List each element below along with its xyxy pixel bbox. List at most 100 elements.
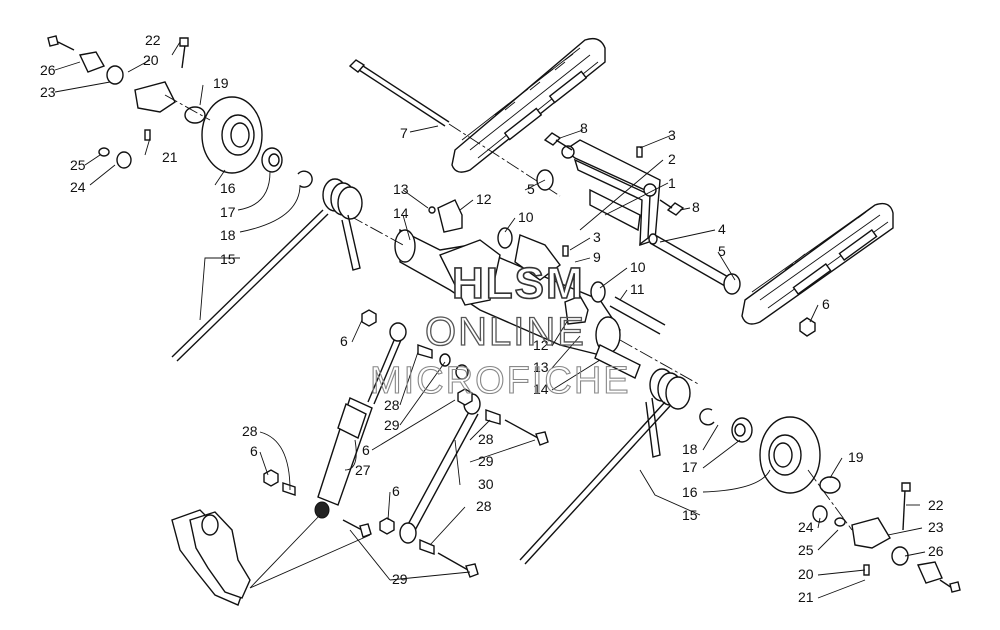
callout-23b: 23 (928, 519, 944, 535)
upper-spacer-19 (184, 106, 206, 124)
callout-17: 17 (220, 204, 236, 220)
callout-25: 25 (70, 157, 86, 173)
callout-18b: 18 (682, 441, 698, 457)
callout-10b: 10 (630, 259, 646, 275)
callout-9: 9 (593, 249, 601, 265)
cross-shaft-4 (648, 233, 731, 287)
watermark-line1: HLSM (452, 259, 585, 308)
callout-28d: 28 (476, 498, 492, 514)
callout-28: 28 (384, 397, 400, 413)
watermark-line2: ONLINE (425, 310, 586, 354)
callout-19b: 19 (848, 449, 864, 465)
callout-19: 19 (213, 75, 229, 91)
lower-side-rail (741, 202, 894, 325)
grease-fitting-3 (562, 146, 643, 257)
callout-13: 13 (393, 181, 409, 197)
callout-28b: 28 (478, 431, 494, 447)
upper-snap-ring (297, 170, 313, 188)
callout-14b: 14 (533, 381, 549, 397)
bracket-bolt-right (659, 199, 685, 216)
hardware-nut-6-a (361, 309, 377, 327)
hardware-nut-6-d (379, 517, 395, 535)
callout-30: 30 (478, 476, 494, 492)
callout-22: 22 (145, 32, 161, 48)
callout-6: 6 (822, 296, 830, 312)
callout-labels: 26 23 22 20 19 21 25 24 16 17 18 15 7 8 … (40, 32, 944, 605)
lower-snap-ring (699, 408, 715, 426)
lower-mount-bracket (171, 509, 251, 606)
callout-28c: 28 (242, 423, 258, 439)
callout-22b: 22 (928, 497, 944, 513)
shaft-11 (609, 296, 666, 335)
callout-18: 18 (220, 227, 236, 243)
upper-idler-wheel (201, 96, 263, 174)
callout-26b: 26 (928, 543, 944, 559)
callout-3: 3 (668, 127, 676, 143)
lower-spacer-19 (819, 476, 841, 494)
hardware-spacer-28-b (485, 409, 549, 446)
callout-24b: 24 (798, 519, 814, 535)
callout-6d: 6 (250, 443, 258, 459)
lower-axle-arm (807, 469, 961, 593)
hardware-nut-6-b (457, 388, 473, 406)
pivot-bracket (561, 139, 661, 247)
callout-21: 21 (162, 149, 178, 165)
callout-6c: 6 (362, 442, 370, 458)
callout-12: 12 (476, 191, 492, 207)
callout-21b: 21 (798, 589, 814, 605)
callout-6e: 6 (392, 483, 400, 499)
upper-axle-arm (47, 35, 211, 169)
upper-torsion-spring (171, 178, 363, 362)
callout-24: 24 (70, 179, 86, 195)
callout-16b: 16 (682, 484, 698, 500)
callout-20b: 20 (798, 566, 814, 582)
callout-15b: 15 (682, 507, 698, 523)
callout-14: 14 (393, 205, 409, 221)
callout-8b: 8 (692, 199, 700, 215)
upper-side-rail (451, 37, 606, 173)
callout-5b: 5 (718, 243, 726, 259)
callout-1: 1 (668, 175, 676, 191)
hardware-nut-6-c (263, 469, 296, 496)
lower-bearing (731, 417, 753, 443)
spacer-bushing-5-lower (723, 273, 741, 295)
hardware-spacer-28-a (417, 344, 469, 380)
callout-17b: 17 (682, 459, 698, 475)
callout-27: 27 (355, 462, 371, 478)
pivot-arm (329, 204, 701, 386)
callout-29: 29 (384, 417, 400, 433)
callout-8: 8 (580, 120, 588, 136)
callout-13b: 13 (533, 359, 549, 375)
shock-absorber (314, 322, 407, 519)
callout-12b: 12 (533, 337, 549, 353)
callout-23: 23 (40, 84, 56, 100)
long-bolt (348, 59, 561, 197)
bushing-10-lower (590, 281, 606, 303)
callout-16: 16 (220, 180, 236, 196)
callout-29b: 29 (478, 453, 494, 469)
lower-idler-wheel (759, 416, 821, 494)
leader-lines (54, 41, 926, 599)
watermark: HLSM ONLINE MICROFICHE (369, 258, 629, 402)
callout-11: 11 (630, 281, 645, 297)
callout-20: 20 (143, 52, 159, 68)
callout-7: 7 (400, 125, 408, 141)
shaft-lower-14 (594, 344, 641, 379)
bushing-10-upper (497, 227, 513, 249)
callout-5: 5 (527, 181, 535, 197)
bushing-12-upper (437, 199, 463, 233)
callout-4: 4 (718, 221, 726, 237)
washer-13 (428, 206, 436, 214)
nut-6-rail (799, 317, 816, 337)
callout-25b: 25 (798, 542, 814, 558)
hardware-spacer-28-c (419, 538, 479, 578)
callout-15: 15 (220, 251, 236, 267)
callout-3b: 3 (593, 229, 601, 245)
link-arm (399, 393, 481, 544)
lower-torsion-spring (519, 368, 691, 565)
hardware-bolt-29-a (342, 519, 372, 538)
callout-29c: 29 (392, 571, 408, 587)
callout-10: 10 (518, 209, 534, 225)
